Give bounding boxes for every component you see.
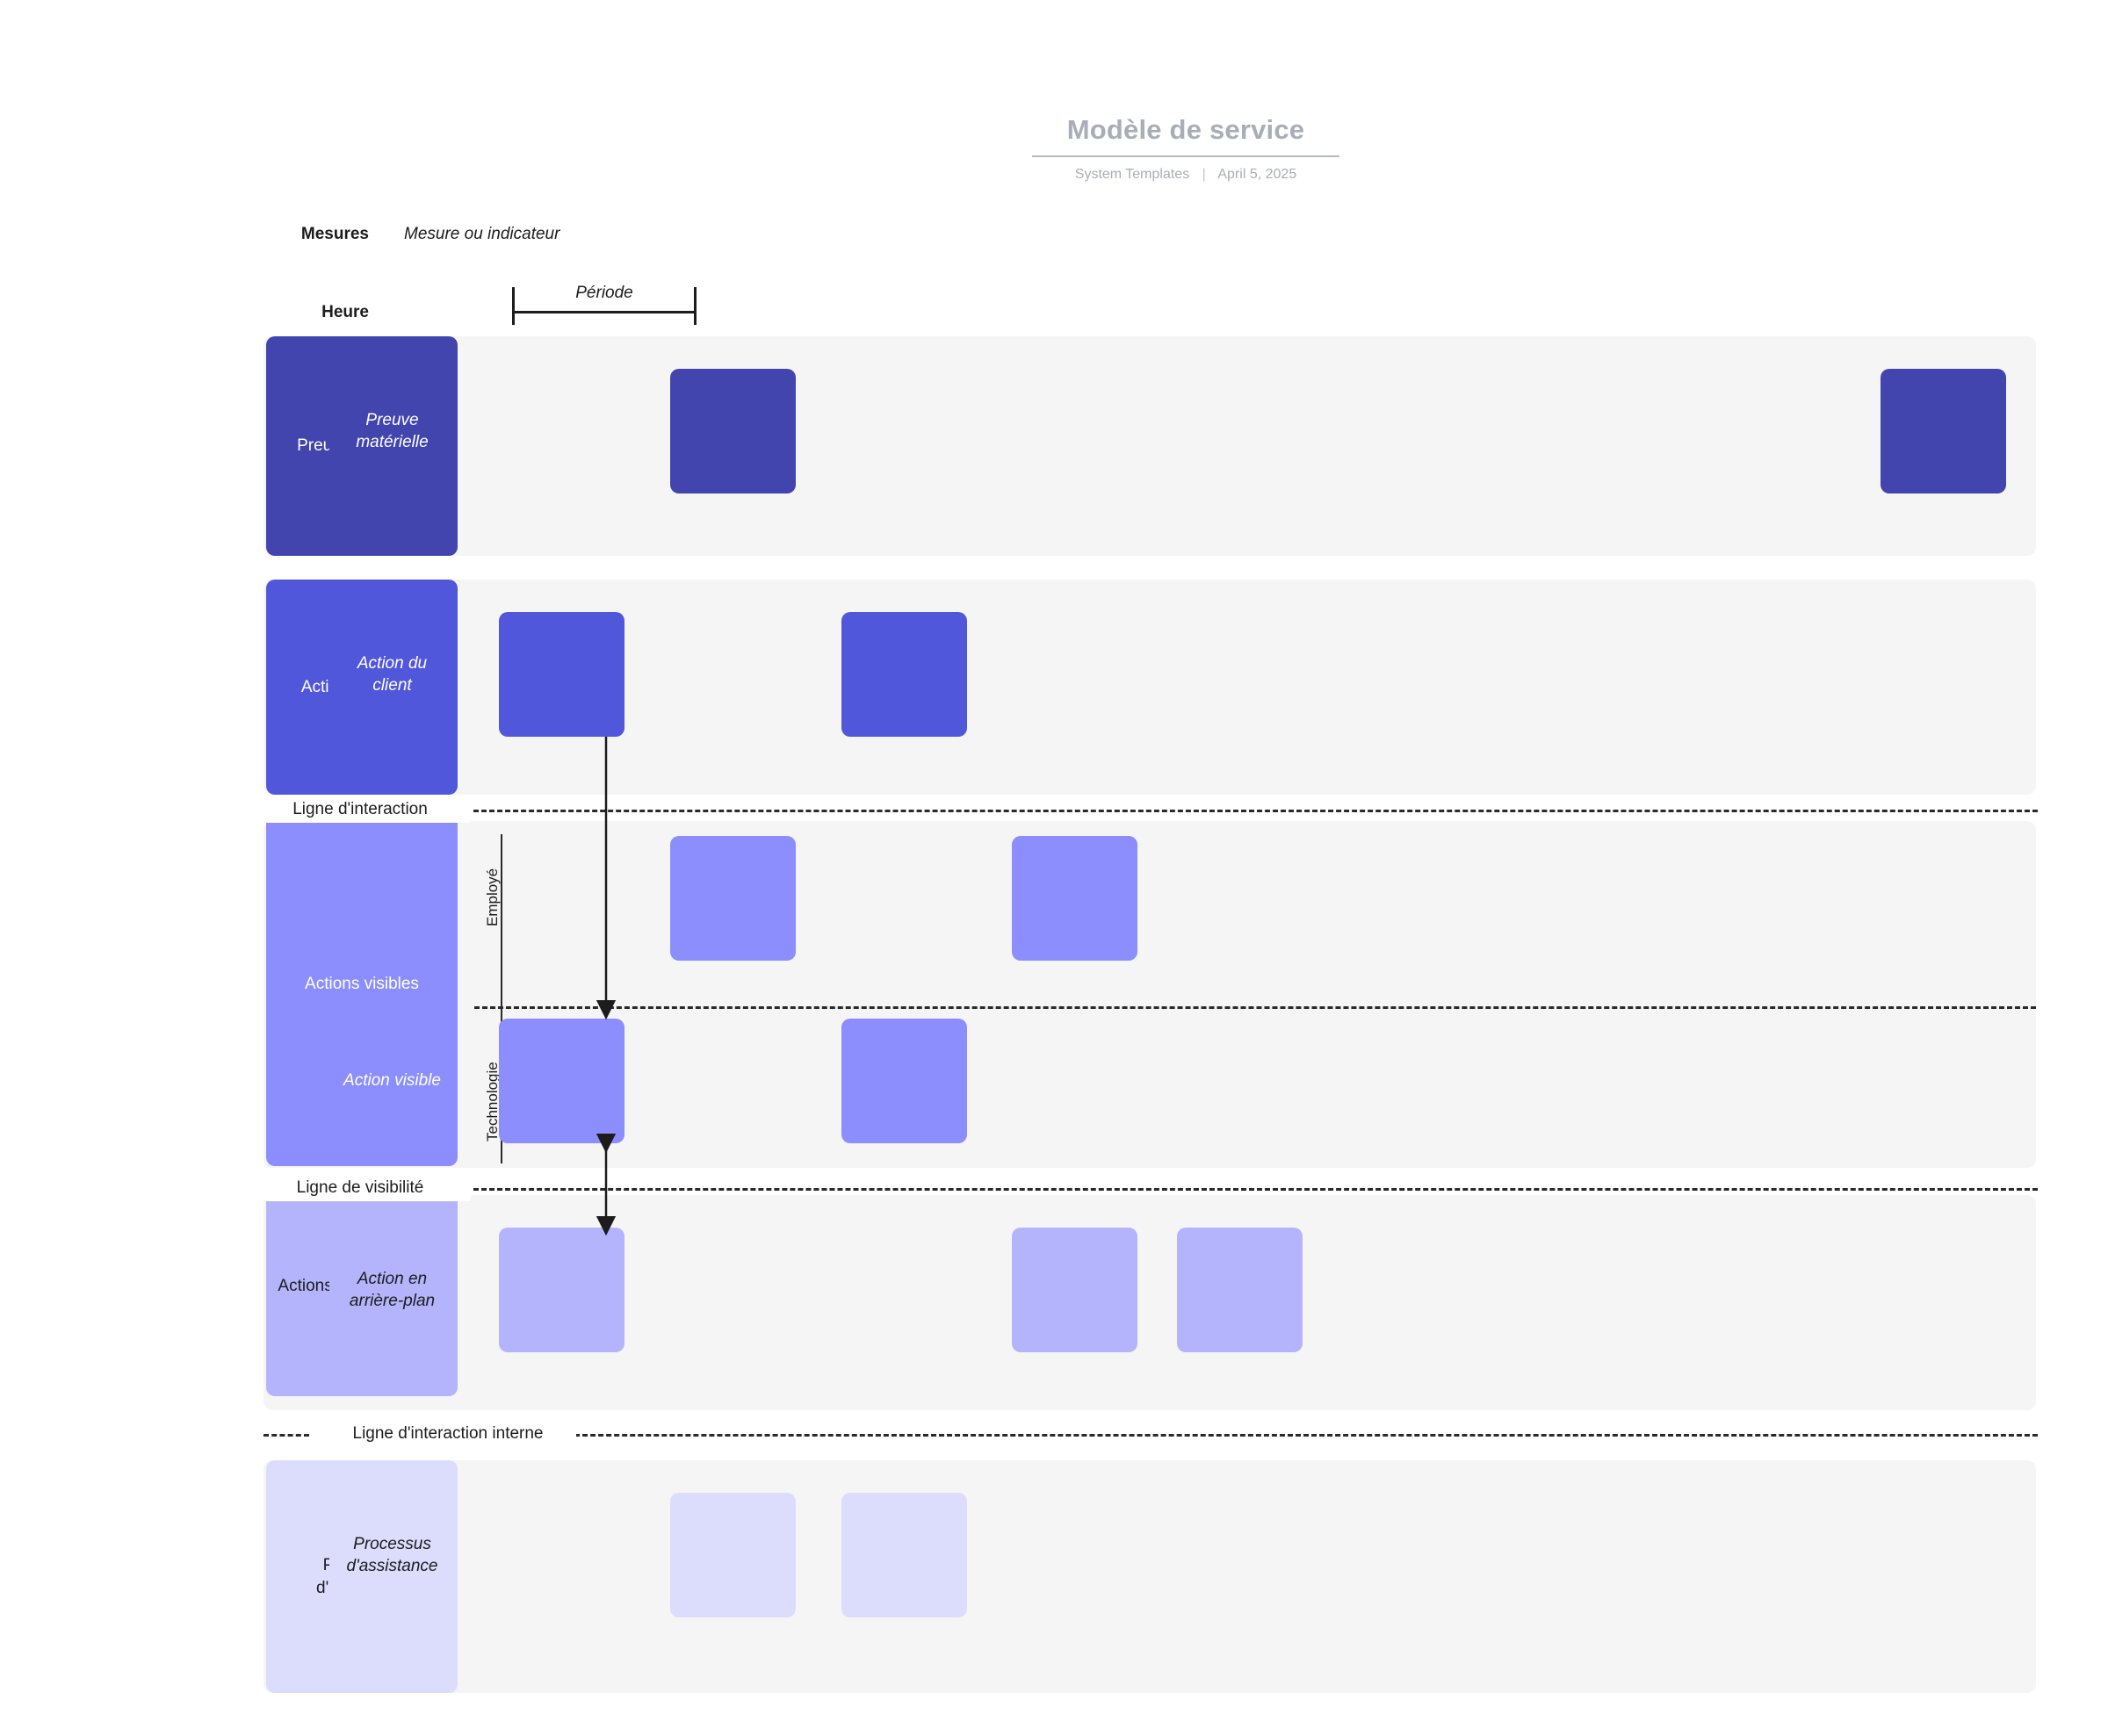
sublane-divider-vertical: [501, 834, 502, 1163]
card-backstage-action-1[interactable]: Action en arrière-plan: [329, 1228, 455, 1352]
boundary-line-visibility: [466, 1188, 2038, 1191]
card-employee-action-2[interactable]: [1012, 836, 1137, 961]
card-backstage-action-2[interactable]: [499, 1228, 624, 1352]
boundary-label-interaction: Ligne d'interaction: [249, 797, 471, 823]
period-bracket-icon: [512, 287, 697, 325]
card-backstage-action-3[interactable]: [1012, 1228, 1137, 1352]
period-bracket: Période: [512, 284, 697, 325]
measures-value: Mesure ou indicateur: [404, 225, 560, 243]
sublane-label-employee: Employé: [484, 868, 501, 926]
card-label: Action visible: [343, 1071, 441, 1091]
measures-row: Mesures Mesure ou indicateur: [228, 225, 560, 244]
page-title: Modèle de service: [1031, 114, 1340, 157]
date-label: April 5, 2025: [1217, 167, 1297, 182]
card-customer-action-3[interactable]: [841, 612, 967, 737]
boundary-line-internal: [559, 1434, 2038, 1437]
card-customer-action-2[interactable]: [499, 612, 624, 737]
document-subtitle: System Templates | April 5, 2025: [949, 167, 1423, 183]
time-row: Heure: [228, 303, 369, 322]
card-technology-action-2[interactable]: [499, 1019, 624, 1143]
card-customer-action-1[interactable]: Action du client: [329, 612, 455, 737]
card-support-process-3[interactable]: [841, 1493, 967, 1617]
boundary-label-internal: Ligne d'interaction interne: [320, 1422, 576, 1447]
lane-support-processes: [264, 1460, 2036, 1693]
card-technology-action-3[interactable]: [841, 1019, 967, 1143]
card-label: Processus d'assistance: [346, 1534, 438, 1575]
card-label: Action en arrière-plan: [349, 1269, 436, 1310]
card-technology-action-1[interactable]: Action visible: [329, 1019, 455, 1143]
card-employee-action-1[interactable]: [670, 836, 796, 961]
measures-label: Mesures: [300, 225, 369, 243]
card-physical-evidence-1[interactable]: Preuve matérielle: [329, 369, 455, 493]
title-block: Modèle de service System Templates | Apr…: [949, 114, 1423, 183]
period-label: Période: [575, 284, 633, 302]
boundary-line-interaction: [466, 810, 2038, 812]
sublane-divider-dashed: [474, 1006, 2036, 1009]
card-label: Action du client: [357, 653, 428, 695]
card-support-process-2[interactable]: [670, 1493, 796, 1617]
rowlabel-text: Actions visibles: [305, 974, 419, 993]
card-physical-evidence-3[interactable]: [1881, 369, 2006, 493]
lane-physical-evidence: [264, 336, 2036, 556]
boundary-stub-internal: [264, 1434, 309, 1437]
boundary-label-visibility: Ligne de visibilité: [249, 1176, 471, 1201]
card-physical-evidence-2[interactable]: [670, 369, 796, 493]
card-backstage-action-4[interactable]: [1177, 1228, 1303, 1352]
card-label: Preuve matérielle: [356, 410, 429, 451]
time-label: Heure: [321, 303, 369, 321]
source-label: System Templates: [1074, 167, 1190, 182]
card-support-process-1[interactable]: Processus d'assistance: [329, 1493, 455, 1617]
subtitle-separator: |: [1202, 167, 1206, 182]
